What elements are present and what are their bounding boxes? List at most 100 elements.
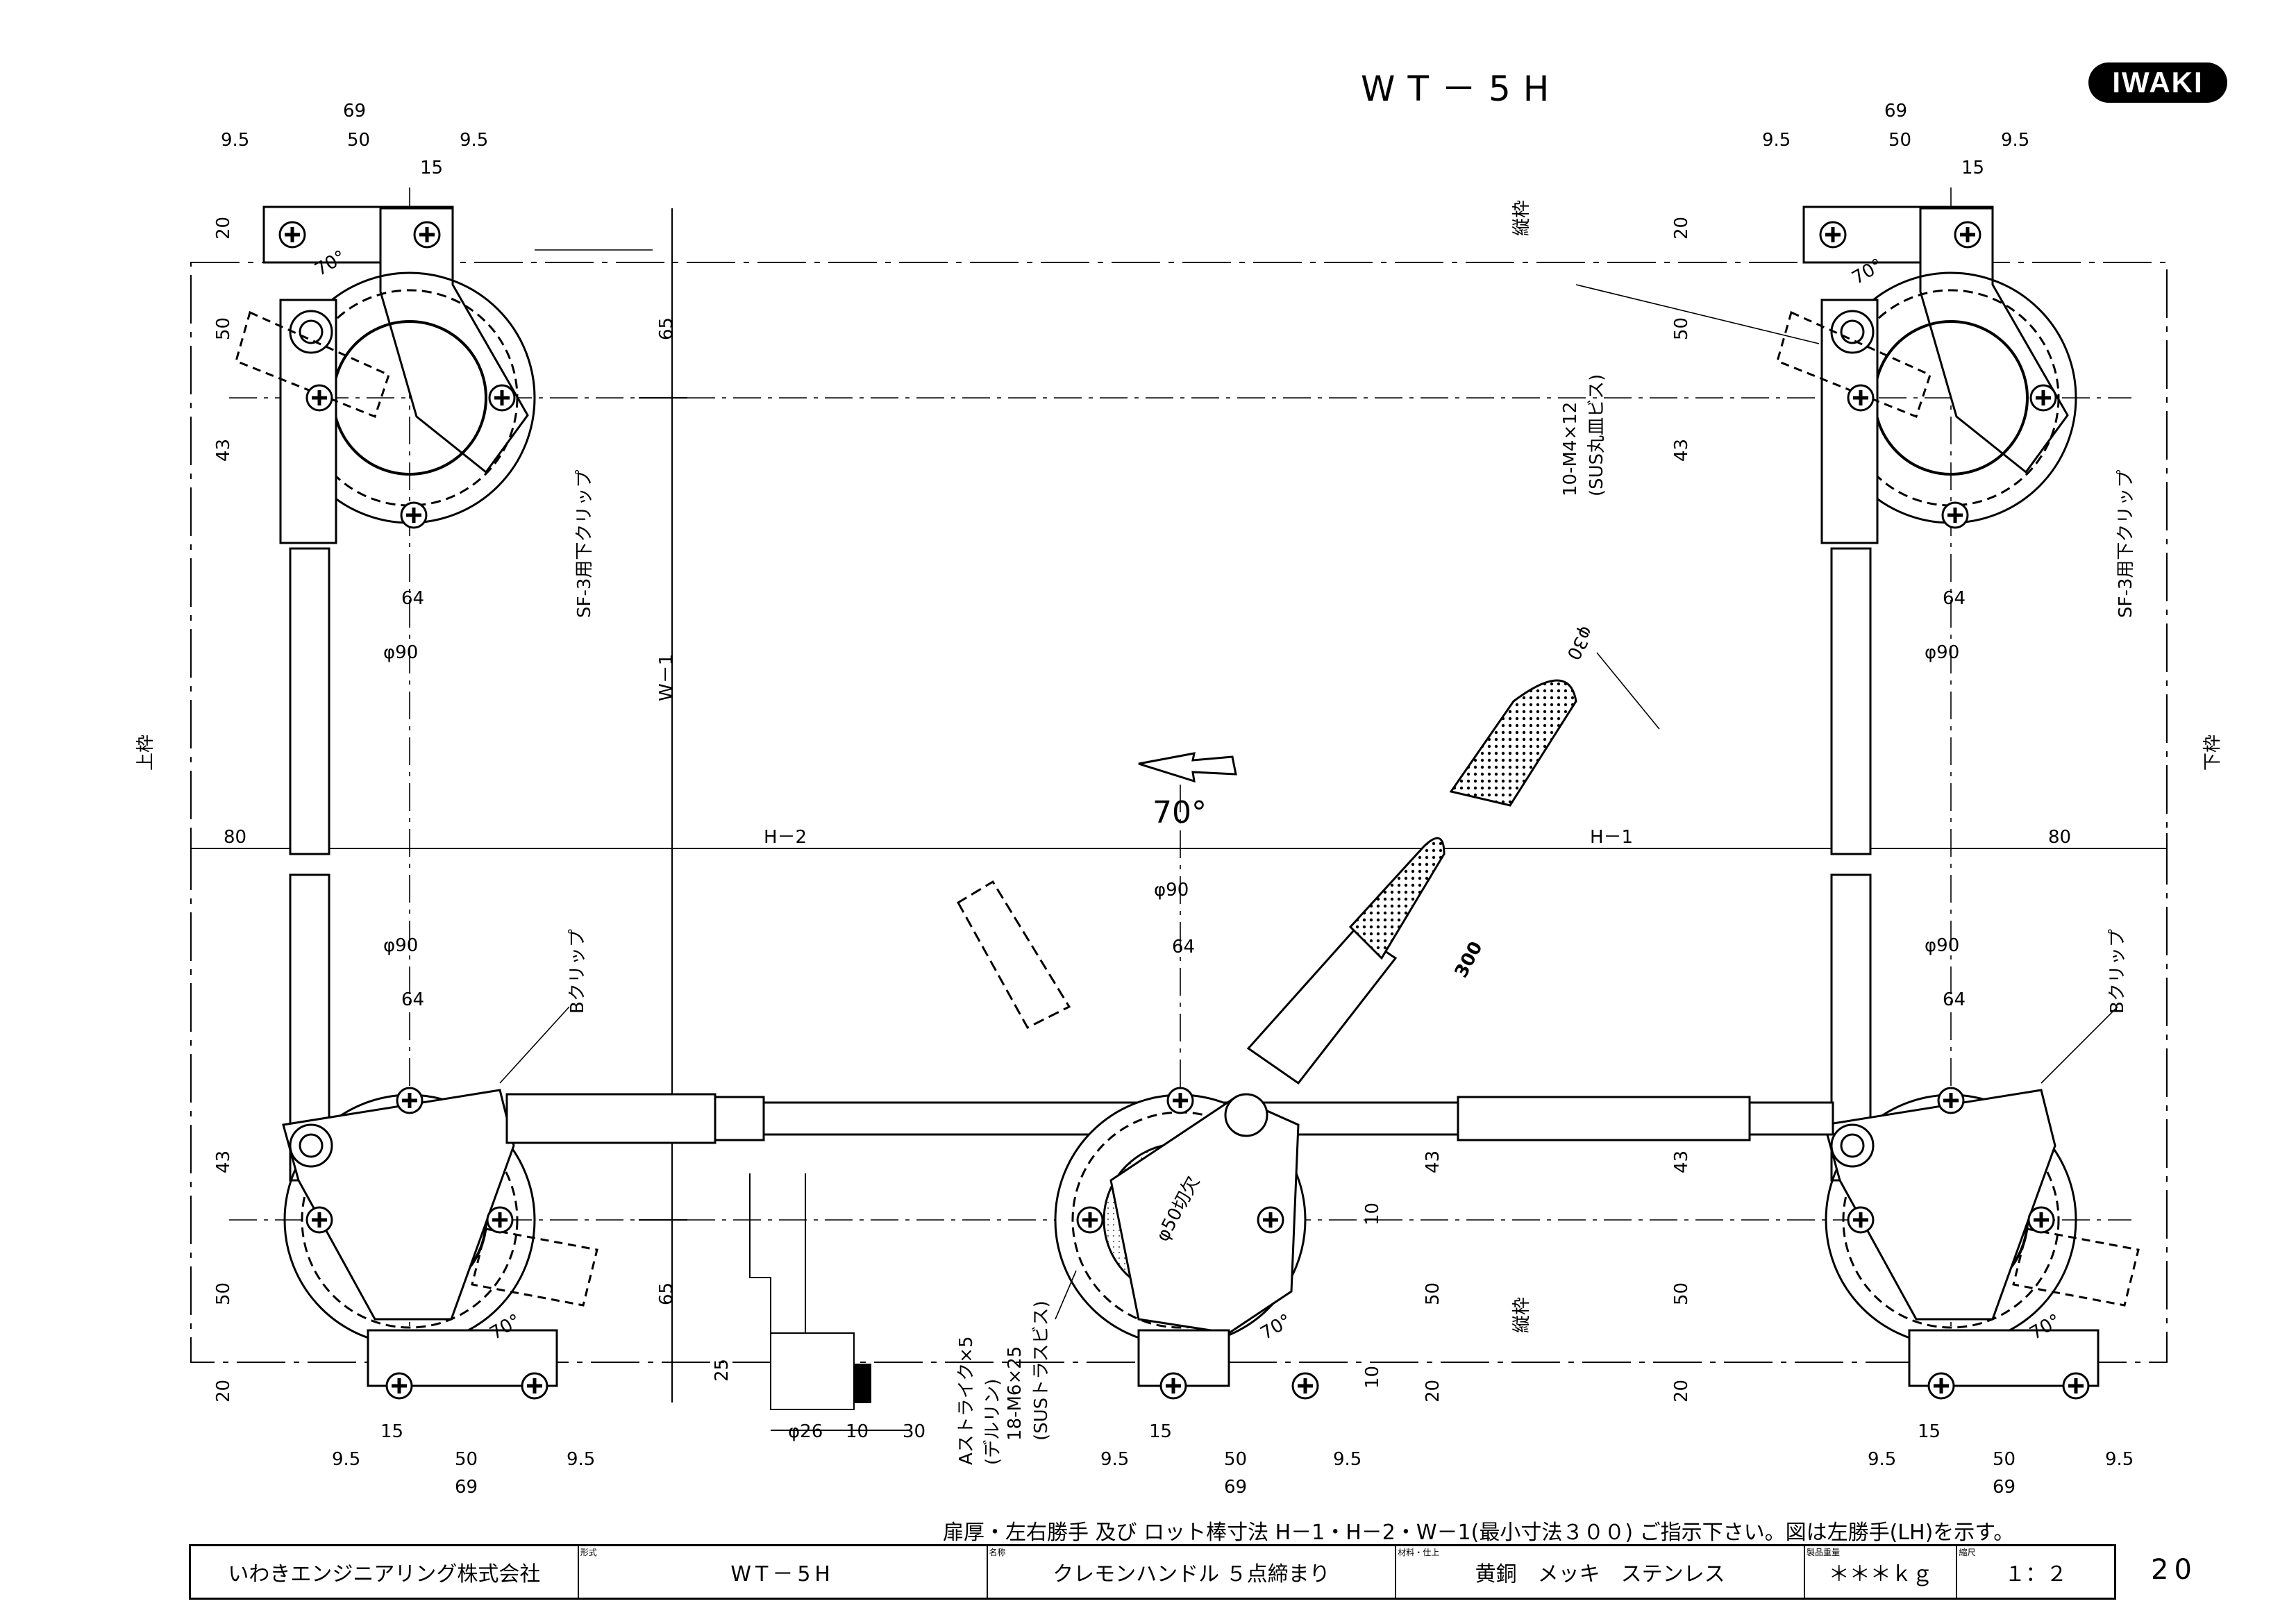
dim-69-ll: 69 — [455, 1477, 478, 1498]
dim-15-lr: 15 — [1918, 1421, 1941, 1442]
dim-20-lr-v: 20 — [1671, 1380, 1692, 1403]
lower-left-clip — [282, 873, 717, 1387]
dim-50-ul: 50 — [347, 130, 370, 151]
dim-43-ll-v: 43 — [213, 1150, 234, 1173]
center-mechanism — [1054, 1093, 1307, 1387]
dim-43-ul-v: 43 — [213, 439, 234, 462]
dim-43-ur-v: 43 — [1671, 439, 1692, 462]
company-name: いわきエンジニアリング株式会社 — [228, 1562, 541, 1587]
dim-9-5-ll-b: 9.5 — [567, 1449, 595, 1470]
company-logo: IWAKI — [2088, 62, 2227, 103]
dim-10-c-a: 10 — [1362, 1203, 1383, 1225]
strike-detail — [749, 1173, 910, 1431]
phi90-center: φ90 — [1154, 880, 1189, 901]
dim-69-ur: 69 — [1884, 101, 1907, 122]
dim-9-5-lr-b: 9.5 — [2105, 1449, 2134, 1470]
h2-label: H－2 — [764, 827, 807, 848]
dim-9-5-ul-b: 9.5 — [460, 130, 488, 151]
phi30-label: φ30 — [1562, 623, 1597, 663]
scale-value: １：２ — [2004, 1562, 2068, 1587]
dim-20-ll-v: 20 — [213, 1380, 234, 1403]
dim-9-5-c-b: 9.5 — [1333, 1449, 1361, 1470]
rotation-arrow — [1138, 752, 1237, 783]
dim-64-ul: 64 — [401, 588, 424, 609]
shitawaku-label: 下枠 — [2202, 735, 2223, 771]
weight-cell: 製品重量 ＊＊＊ｋｇ — [1805, 1546, 1958, 1598]
bclip-left: Bクリップ — [567, 929, 588, 1014]
scale-cell: 縮尺 １：２ — [1957, 1546, 2114, 1598]
screw-m4-sub: (SUS丸皿ビス) — [1586, 374, 1607, 496]
dim-9-5-ur-b: 9.5 — [2001, 130, 2029, 151]
dim-50-ll-v: 50 — [213, 1282, 234, 1305]
dim-80-left: 80 — [224, 827, 246, 848]
dim-9-5-ur-a: 9.5 — [1762, 130, 1791, 151]
dim-50-lr: 50 — [1993, 1449, 2016, 1470]
phi90-lr: φ90 — [1925, 935, 1959, 956]
sf3clip-right: SF-3用下クリップ — [2115, 470, 2136, 618]
vertical-dim-texts: 20 50 43 65 W－1 65 43 50 20 20 50 43 43 … — [213, 217, 2136, 1465]
model-value: WT－5H — [730, 1562, 835, 1587]
leader-lines — [499, 249, 2118, 1320]
tatewaku-top: 縦枠 — [1511, 200, 1532, 236]
phi90-ul: φ90 — [383, 642, 418, 663]
weight-value: ＊＊＊ｋｇ — [1828, 1562, 1933, 1587]
handle — [956, 679, 1577, 1085]
name-caption: 名称 — [989, 1548, 1006, 1557]
dim-64-center: 64 — [1172, 937, 1195, 957]
dim-15-ll: 15 — [380, 1421, 403, 1442]
dim-65-ll-v: 65 — [656, 1282, 677, 1305]
dim-43-c-v: 43 — [1423, 1150, 1443, 1173]
dim-9-5-lr-a: 9.5 — [1868, 1449, 1896, 1470]
dim-69-lr: 69 — [1993, 1477, 2016, 1498]
material-value: 黄銅 メッキ ステンレス — [1475, 1562, 1725, 1587]
company-cell: いわきエンジニアリング株式会社 — [191, 1546, 579, 1598]
material-caption: 材料・仕上 — [1398, 1548, 1440, 1557]
screw-m6: 18-M6×25 — [1005, 1346, 1025, 1441]
dim-80-right: 80 — [2048, 827, 2071, 848]
strike-sub: (デルリン) — [982, 1379, 1003, 1465]
dim-w1 — [639, 208, 687, 1403]
dim-10-strike: 10 — [846, 1421, 869, 1442]
lower-right-clip — [1823, 873, 2140, 1387]
dim-50-ur-v: 50 — [1671, 317, 1692, 340]
drawing-title: WT－5H — [1361, 69, 1562, 109]
strike-label: Aストライク×5 — [956, 1336, 977, 1465]
dim-15-ur: 15 — [1961, 158, 1984, 178]
name-value: クレモンハンドル ５点締まり — [1053, 1562, 1330, 1587]
phi90-ur: φ90 — [1925, 642, 1959, 663]
dim-20-c-v: 20 — [1423, 1380, 1443, 1403]
material-cell: 材料・仕上 黄銅 メッキ ステンレス — [1396, 1546, 1805, 1598]
dim-50-lr-v: 50 — [1671, 1282, 1692, 1305]
sf3clip-left: SF-3用下クリップ — [574, 470, 595, 618]
dim-15-ul: 15 — [420, 158, 443, 178]
title-block: いわきエンジニアリング株式会社 形式 WT－5H 名称 クレモンハンドル ５点締… — [189, 1544, 2116, 1600]
scale-caption: 縮尺 — [1959, 1548, 1976, 1557]
weight-caption: 製品重量 — [1806, 1548, 1840, 1557]
phi90-ll: φ90 — [383, 935, 418, 956]
dim-25-strike: 25 — [712, 1359, 732, 1382]
h1-label: H－1 — [1590, 827, 1633, 848]
dim-69-ul: 69 — [343, 101, 366, 122]
angle-70-handle: 70° — [1153, 795, 1207, 830]
instruction-note: 扉厚・左右勝手 及び ロット棒寸法 H－1・H－2・W－1(最小寸法３００) ご… — [943, 1521, 2015, 1545]
dim-10-c-b: 10 — [1362, 1366, 1383, 1389]
name-cell: 名称 クレモンハンドル ５点締まり — [988, 1546, 1397, 1598]
phi26: φ26 — [788, 1421, 823, 1442]
dim-50-ll: 50 — [455, 1449, 478, 1470]
w1-label: W－1 — [656, 654, 677, 701]
dim-50-ul-v: 50 — [213, 317, 234, 340]
dim-50-c: 50 — [1224, 1449, 1247, 1470]
dim-20-ul: 20 — [213, 217, 234, 240]
bclip-right: Bクリップ — [2107, 929, 2128, 1014]
dim-9-5-ll-a: 9.5 — [332, 1449, 360, 1470]
tatewaku-bottom: 縦枠 — [1511, 1297, 1532, 1333]
dim-64-lr: 64 — [1943, 989, 1966, 1010]
screw-m4: 10-M4×12 — [1560, 402, 1581, 496]
dim-64-ur: 64 — [1943, 588, 1966, 609]
dim-43-lr-v: 43 — [1671, 1150, 1692, 1173]
angle-70-c: 70° — [1257, 1310, 1296, 1344]
dim-9-5-ul-a: 9.5 — [221, 130, 249, 151]
dim-9-5-c-a: 9.5 — [1100, 1449, 1129, 1470]
screw-m6-sub: (SUSトラスビス) — [1031, 1300, 1052, 1441]
